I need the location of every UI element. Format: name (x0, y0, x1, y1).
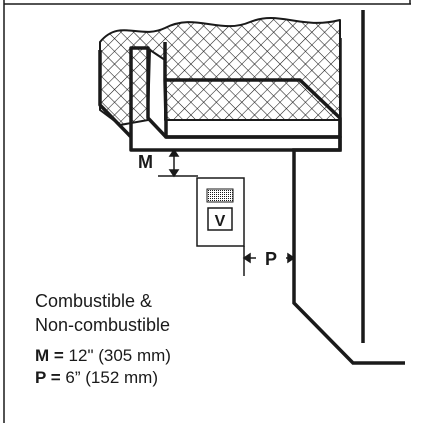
m-clearance-key: M = (35, 346, 64, 365)
m-dimension-arrow (158, 148, 198, 178)
p-clearance-value: 6” (152 mm) (60, 368, 158, 387)
m-dimension-label: M (138, 152, 153, 172)
p-clearance-note: P = 6” (152 mm) (35, 367, 158, 389)
p-label-mask (256, 248, 286, 268)
mantel-shelf (98, 17, 342, 152)
note-line-2: Non-combustible (35, 315, 171, 335)
note-line-1: Combustible & (35, 291, 153, 311)
frame-border (3, 0, 411, 423)
m-clearance-note: M = 12" (305 mm) (35, 345, 171, 367)
unit-label: V (215, 213, 226, 230)
p-dimension-label: P (265, 249, 277, 269)
p-clearance-key: P = (35, 368, 61, 387)
wall-unit (196, 177, 245, 247)
m-clearance-value: 12" (305 mm) (63, 346, 171, 365)
